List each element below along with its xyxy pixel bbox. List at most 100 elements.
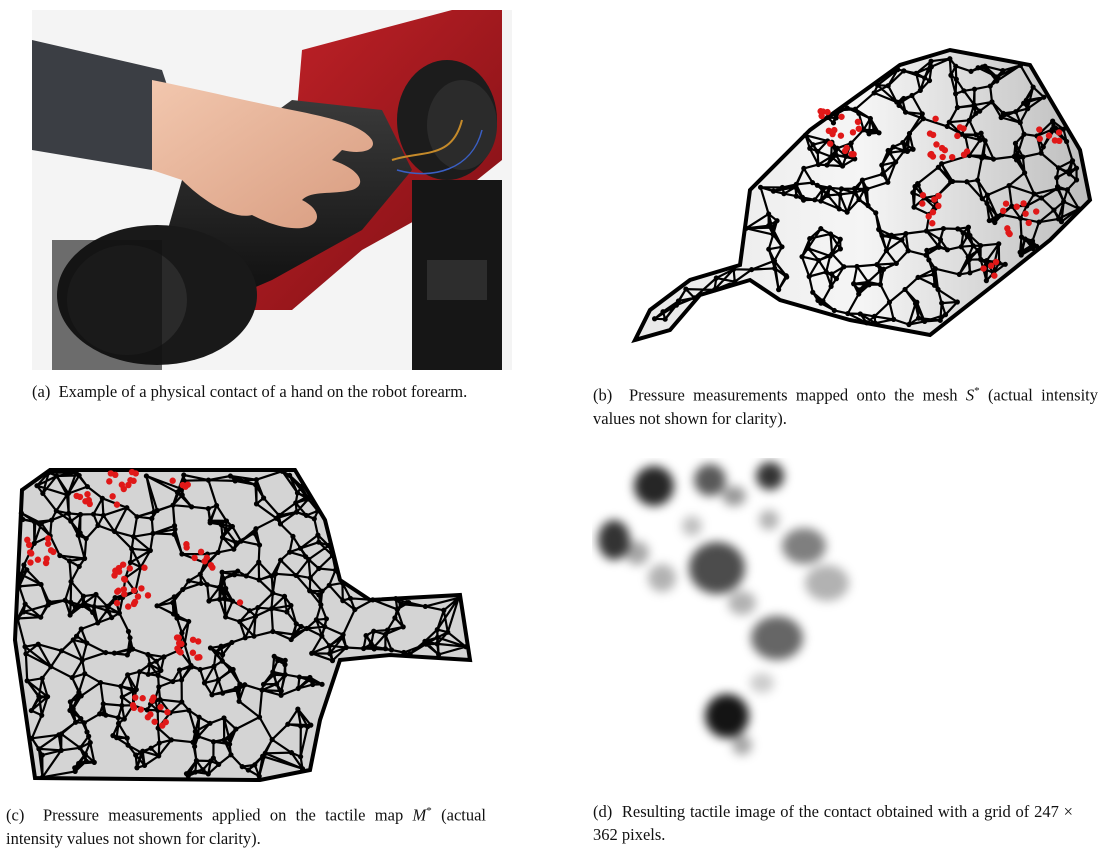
mesh-vertex bbox=[371, 629, 376, 634]
mesh-vertex bbox=[340, 580, 345, 585]
mesh-vertex bbox=[100, 496, 105, 501]
pressure-point bbox=[842, 148, 848, 154]
mesh-vertex bbox=[860, 177, 865, 182]
mesh-vertex bbox=[931, 272, 936, 277]
mesh-vertex bbox=[21, 562, 26, 567]
mesh-vertex bbox=[172, 523, 177, 528]
mesh-vertex bbox=[18, 572, 23, 577]
mesh-vertex bbox=[854, 264, 859, 269]
mesh-vertex bbox=[392, 615, 397, 620]
mesh-vertex bbox=[936, 243, 941, 248]
mesh-vertex bbox=[945, 247, 950, 252]
mesh-vertex bbox=[78, 716, 83, 721]
pressure-point bbox=[1052, 137, 1058, 143]
mesh-vertex bbox=[445, 630, 450, 635]
mesh-vertex bbox=[887, 300, 892, 305]
mesh-vertex bbox=[306, 496, 311, 501]
mesh-vertex bbox=[369, 641, 374, 646]
mesh-vertex bbox=[348, 596, 353, 601]
mesh-vertex bbox=[914, 71, 919, 76]
mesh-vertex bbox=[150, 531, 155, 536]
mesh-vertex bbox=[921, 116, 926, 121]
mesh-vertex bbox=[977, 109, 982, 114]
mesh-vertex bbox=[198, 572, 203, 577]
mesh-vertex bbox=[1051, 207, 1056, 212]
mesh-vertex bbox=[257, 774, 262, 779]
mesh-vertex bbox=[193, 769, 198, 774]
pressure-point bbox=[827, 141, 833, 147]
mesh-vertex bbox=[1064, 139, 1069, 144]
mesh-vertex bbox=[816, 258, 821, 263]
mesh-vertex bbox=[298, 754, 303, 759]
caption-c-label: (c) bbox=[6, 806, 24, 825]
mesh-vertex bbox=[955, 299, 960, 304]
mesh-vertex bbox=[395, 607, 400, 612]
mesh-vertex bbox=[906, 248, 911, 253]
mesh-vertex bbox=[874, 262, 879, 267]
pressure-point bbox=[177, 649, 183, 655]
mesh-vertex bbox=[38, 615, 43, 620]
mesh-vertex bbox=[38, 582, 43, 587]
mesh-vertex bbox=[975, 248, 980, 253]
mesh-vertex bbox=[389, 647, 394, 652]
mesh-vertex bbox=[873, 321, 878, 326]
mesh-vertex bbox=[820, 298, 825, 303]
pressure-point bbox=[964, 148, 970, 154]
mesh-vertex bbox=[824, 162, 829, 167]
mesh-vertex bbox=[92, 760, 97, 765]
mesh-vertex bbox=[72, 765, 77, 770]
mesh-vertex bbox=[340, 598, 345, 603]
pressure-point bbox=[1036, 126, 1042, 132]
mesh-vertex bbox=[991, 156, 996, 161]
mesh-vertex bbox=[73, 720, 78, 725]
caption-c-math: M bbox=[413, 806, 427, 825]
mesh-vertex bbox=[1076, 206, 1081, 211]
mesh-vertex bbox=[46, 470, 51, 475]
mesh-vertex bbox=[231, 667, 236, 672]
mesh-vertex bbox=[318, 602, 323, 607]
mesh-vertex bbox=[660, 309, 665, 314]
mesh-vertex bbox=[298, 724, 303, 729]
caption-b: (b) Pressure measurements mapped onto th… bbox=[593, 380, 1098, 430]
mesh-vertex bbox=[975, 65, 980, 70]
mesh-vertex bbox=[862, 187, 867, 192]
mesh-vertex bbox=[103, 650, 108, 655]
mesh-vertex bbox=[987, 218, 992, 223]
mesh-vertex bbox=[361, 646, 366, 651]
mesh-vertex bbox=[950, 179, 955, 184]
mesh-vertex bbox=[901, 68, 906, 73]
mesh-vertex bbox=[98, 680, 103, 685]
mesh-vertex bbox=[994, 214, 999, 219]
mesh-vertex bbox=[116, 721, 121, 726]
mesh-vertex bbox=[220, 659, 225, 664]
mesh-vertex bbox=[903, 231, 908, 236]
mesh-vertex bbox=[36, 694, 41, 699]
mesh-vertex bbox=[158, 697, 163, 702]
mesh-vertex bbox=[456, 595, 461, 600]
mesh-vertex bbox=[984, 258, 989, 263]
mesh-vertex bbox=[257, 542, 262, 547]
mesh-vertex bbox=[807, 236, 812, 241]
mesh-vertex bbox=[663, 317, 668, 322]
mesh-vertex bbox=[274, 516, 279, 521]
mesh-vertex bbox=[85, 484, 90, 489]
mesh-vertex bbox=[270, 737, 275, 742]
pressure-point bbox=[1003, 200, 1009, 206]
mesh-vertex bbox=[186, 619, 191, 624]
mesh-vertex bbox=[23, 601, 28, 606]
mesh-vertex bbox=[907, 131, 912, 136]
mesh-vertex bbox=[253, 614, 258, 619]
mesh-vertex bbox=[868, 116, 873, 121]
mesh-vertex bbox=[812, 197, 817, 202]
mesh-vertex bbox=[179, 677, 184, 682]
mesh-vertex bbox=[278, 521, 283, 526]
mesh-vertex bbox=[280, 469, 285, 474]
mesh-vertex bbox=[404, 600, 409, 605]
mesh-vertex bbox=[915, 275, 920, 280]
mesh-vertex bbox=[252, 762, 257, 767]
mesh-vertex bbox=[1013, 109, 1018, 114]
mesh-vertex bbox=[1021, 101, 1026, 106]
mesh-vertex bbox=[24, 567, 29, 572]
mesh-vertex bbox=[834, 153, 839, 158]
pressure-point bbox=[132, 694, 138, 700]
